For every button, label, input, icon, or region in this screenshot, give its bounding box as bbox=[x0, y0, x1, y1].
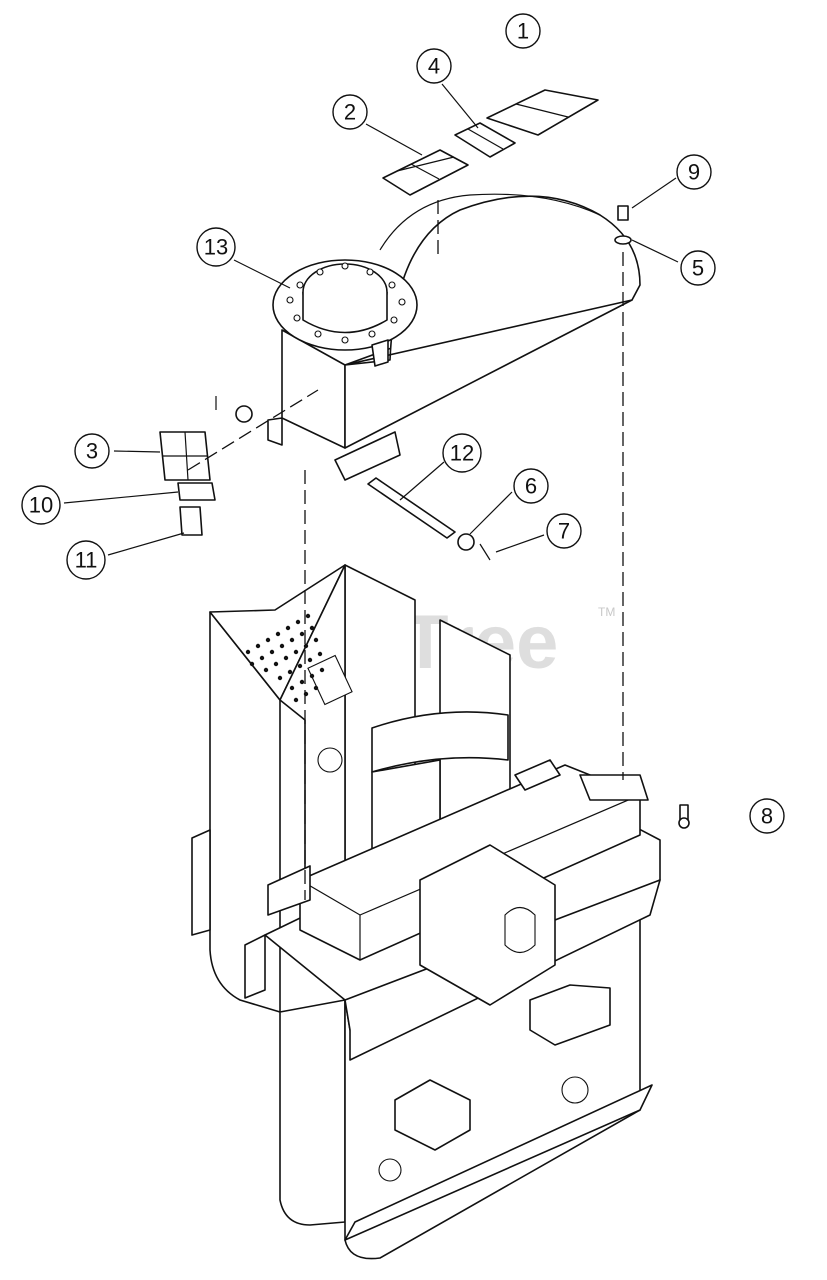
callout-12-circle bbox=[442, 433, 482, 473]
callout-10-circle bbox=[21, 485, 61, 525]
callout-6-circle bbox=[513, 468, 549, 504]
callout-13-label: 13 bbox=[204, 235, 228, 260]
callout-9-circle bbox=[676, 154, 712, 190]
callout-12-label: 12 bbox=[450, 441, 474, 466]
callout-5-circle bbox=[680, 250, 716, 286]
callout-2-label: 2 bbox=[344, 100, 356, 125]
upper-blower-housing bbox=[267, 193, 641, 481]
callout-10-label: 10 bbox=[29, 493, 53, 518]
vent-perforations bbox=[245, 613, 325, 703]
callout-2-circle bbox=[332, 94, 368, 130]
callout-3-circle bbox=[74, 433, 110, 469]
callout-9-label: 9 bbox=[688, 160, 700, 185]
callout-11: 11 bbox=[66, 540, 106, 580]
lower-housing-frame bbox=[191, 564, 661, 1260]
callout-8-label: 8 bbox=[761, 804, 773, 829]
leader-lines bbox=[63, 83, 679, 556]
assembly-lines bbox=[187, 200, 624, 900]
callout-4: 4 bbox=[416, 48, 452, 84]
callout-8: 8 bbox=[749, 798, 785, 834]
hardware bbox=[159, 205, 690, 829]
callout-6: 6 bbox=[513, 468, 549, 504]
callout-6-label: 6 bbox=[525, 474, 537, 499]
callout-9: 9 bbox=[676, 154, 712, 190]
decals bbox=[382, 89, 599, 196]
callout-3-label: 3 bbox=[86, 439, 98, 464]
callout-13: 13 bbox=[196, 227, 236, 267]
callout-11-circle bbox=[66, 540, 106, 580]
callout-10: 10 bbox=[21, 485, 61, 525]
callout-1: 1 bbox=[505, 13, 541, 49]
callout-13-circle bbox=[196, 227, 236, 267]
callout-5: 5 bbox=[680, 250, 716, 286]
callout-7-label: 7 bbox=[558, 519, 570, 544]
watermark-trademark: TM bbox=[598, 605, 615, 619]
callout-7-circle bbox=[546, 513, 582, 549]
callout-3: 3 bbox=[74, 433, 110, 469]
callout-12: 12 bbox=[442, 433, 482, 473]
callout-11-label: 11 bbox=[75, 548, 98, 573]
callout-4-label: 4 bbox=[428, 54, 440, 79]
callout-2: 2 bbox=[332, 94, 368, 130]
callout-1-circle bbox=[505, 13, 541, 49]
callout-7: 7 bbox=[546, 513, 582, 549]
callout-4-circle bbox=[416, 48, 452, 84]
callout-1-label: 1 bbox=[517, 19, 529, 44]
callout-5-label: 5 bbox=[692, 256, 704, 281]
callout-8-circle bbox=[749, 798, 785, 834]
